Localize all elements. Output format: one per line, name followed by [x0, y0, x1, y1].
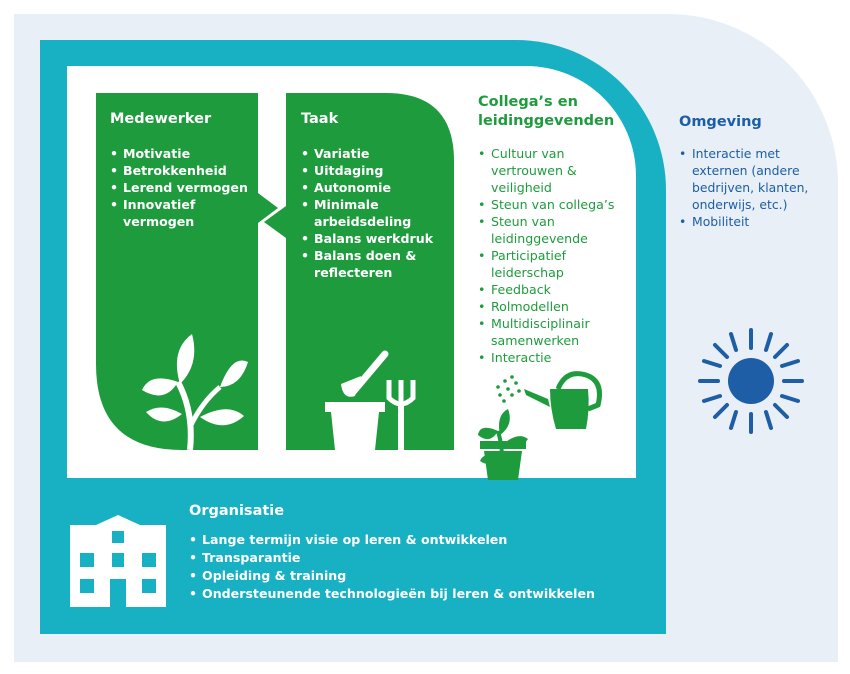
sun-icon: [698, 328, 804, 434]
list-item: Betrokkenheid: [110, 162, 255, 179]
list-item: Motivatie: [110, 145, 255, 162]
list-item: Steun van leidinggevende: [478, 213, 609, 247]
organisatie-title: Organisatie: [189, 503, 285, 519]
medewerker-list: Motivatie Betrokkenheid Lerend vermogen …: [110, 145, 255, 230]
list-item: Balans werkdruk: [301, 230, 441, 247]
watering-can-icon: [478, 371, 602, 480]
list-item: Lange termijn visie op leren & ontwikkel…: [189, 531, 609, 549]
list-item: Uitdaging: [301, 162, 441, 179]
list-item: Opleiding & training: [189, 567, 609, 585]
omgeving-list: Interactie met externen (andere bedrijve…: [679, 145, 829, 230]
list-item: Ondersteunende technologieën bij leren &…: [189, 585, 609, 603]
list-item: Multidisciplinair samenwerken: [478, 315, 616, 349]
list-item: Innovatief vermogen: [110, 196, 203, 230]
organisatie-list: Lange termijn visie op leren & ontwikkel…: [189, 531, 609, 603]
list-item: Interactie met externen (andere bedrijve…: [679, 145, 829, 213]
list-item: Minimale arbeidsdeling: [301, 196, 414, 230]
plant-icon: [142, 334, 248, 450]
omgeving-title: Omgeving: [679, 114, 762, 130]
list-item: Feedback: [478, 281, 628, 298]
list-item: Balans doen & reflecteren: [301, 247, 429, 281]
list-item: Mobiliteit: [679, 213, 829, 230]
collegas-list: Cultuur van vertrouwen & veiligheid Steu…: [478, 145, 628, 366]
list-item: Steun van collega’s: [478, 196, 628, 213]
list-item: Transparantie: [189, 549, 609, 567]
pot-tools-icon: [325, 350, 416, 450]
list-item: Participatief leiderschap: [478, 247, 591, 281]
list-item: Lerend vermogen: [110, 179, 255, 196]
list-item: Autonomie: [301, 179, 441, 196]
medewerker-title: Medewerker: [110, 111, 212, 127]
list-item: Cultuur van vertrouwen & veiligheid: [478, 145, 628, 196]
building-icon: [70, 515, 166, 607]
collegas-title: Collega’s en leidinggevenden: [478, 94, 615, 129]
list-item: Interactie: [478, 349, 628, 366]
list-item: Rolmodellen: [478, 298, 628, 315]
taak-list: Variatie Uitdaging Autonomie Minimale ar…: [301, 145, 441, 281]
taak-title: Taak: [301, 111, 339, 127]
list-item: Variatie: [301, 145, 441, 162]
